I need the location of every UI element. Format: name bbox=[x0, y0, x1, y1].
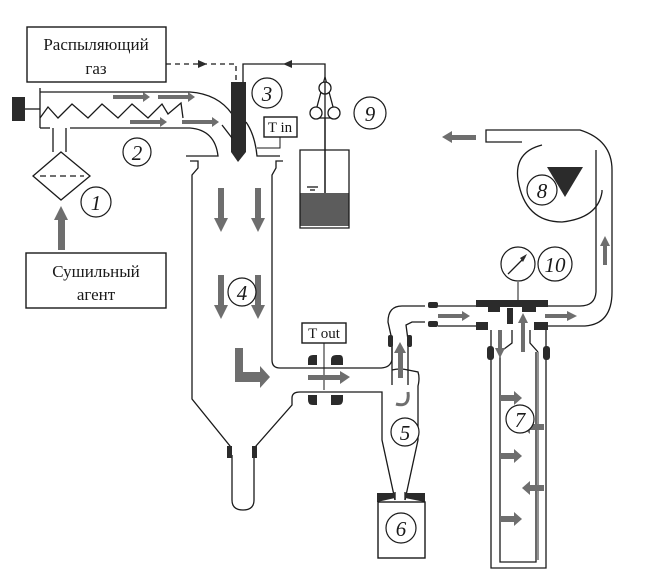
heater bbox=[12, 88, 233, 157]
aspirator-number-badge: 8 bbox=[526, 174, 558, 206]
spray-gas-label-line2: газ bbox=[85, 59, 107, 78]
aspirator-triangle-icon bbox=[547, 167, 583, 197]
outlet-pipe bbox=[438, 129, 613, 330]
filter-number-badge: 1 bbox=[80, 186, 112, 218]
collector-number-badge: 6 bbox=[385, 512, 417, 544]
svg-text:6: 6 bbox=[396, 517, 407, 541]
nozzle-number-badge: 3 bbox=[251, 77, 283, 109]
outlet-filter bbox=[487, 313, 550, 569]
outlet-clamps bbox=[308, 355, 343, 405]
svg-text:10: 10 bbox=[545, 253, 567, 277]
svg-text:8: 8 bbox=[537, 179, 548, 203]
pump-number-badge: 9 bbox=[353, 96, 387, 130]
chamber-flow-arrows bbox=[214, 188, 270, 388]
t-out-label: T out bbox=[308, 326, 341, 342]
chamber-number-badge: 4 bbox=[227, 277, 257, 307]
drying-chamber bbox=[190, 160, 375, 511]
exhaust-arrow-icon bbox=[442, 131, 452, 143]
cyclone bbox=[375, 302, 438, 502]
peristaltic-pump bbox=[309, 76, 341, 210]
svg-text:1: 1 bbox=[91, 191, 102, 215]
svg-text:7: 7 bbox=[515, 408, 527, 432]
inlet-flow-arrow bbox=[58, 218, 65, 250]
spray-gas-label-line1: Распыляющий bbox=[43, 35, 148, 54]
filter bbox=[32, 151, 92, 201]
drying-agent-box: Сушильный агент bbox=[25, 252, 167, 309]
drying-agent-label-line2: агент bbox=[77, 285, 116, 304]
feed-arrowhead-icon bbox=[283, 60, 292, 68]
drying-agent-label-line1: Сушильный bbox=[52, 262, 139, 281]
gauge-number-badge: 10 bbox=[537, 246, 573, 282]
pressure-gauge bbox=[500, 246, 536, 300]
svg-text:5: 5 bbox=[400, 421, 411, 445]
spray-gas-box: Распыляющий газ bbox=[26, 26, 167, 83]
svg-text:4: 4 bbox=[237, 281, 248, 305]
svg-text:2: 2 bbox=[132, 141, 143, 165]
aspirator bbox=[442, 131, 603, 223]
svg-text:9: 9 bbox=[365, 102, 376, 126]
chamber-top-right bbox=[245, 121, 280, 157]
heater-number-badge: 2 bbox=[122, 137, 152, 167]
nozzle bbox=[221, 82, 246, 162]
spray-gas-arrowhead-icon bbox=[198, 60, 207, 68]
t-in-sensor: T in bbox=[257, 116, 298, 149]
svg-text:3: 3 bbox=[261, 82, 273, 106]
t-in-label: T in bbox=[268, 120, 293, 136]
spray-gas-line bbox=[166, 63, 237, 82]
cyclone-number-badge: 5 bbox=[390, 417, 420, 447]
feed-vessel bbox=[299, 149, 350, 229]
heater-flow-arrows bbox=[113, 92, 219, 127]
outlet-filter-number-badge: 7 bbox=[505, 404, 535, 434]
t-out-sensor: T out bbox=[301, 322, 347, 390]
outlet-flow-arrow bbox=[308, 375, 340, 380]
